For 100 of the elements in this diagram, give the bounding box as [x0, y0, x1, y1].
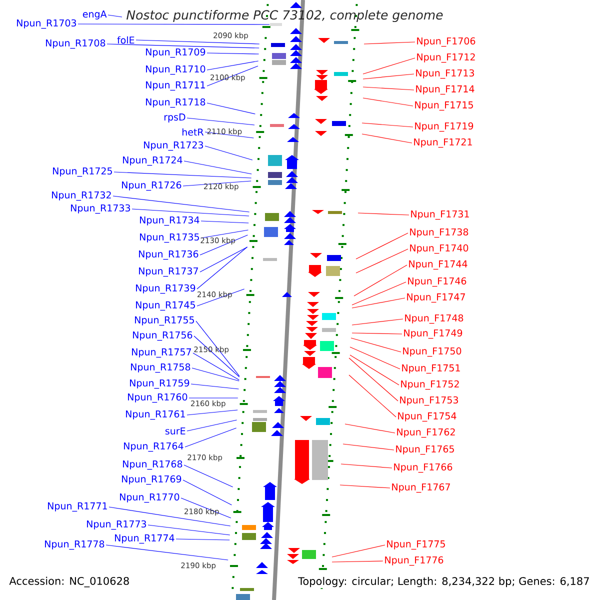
- leader-line: [362, 122, 414, 128]
- gene-label: Npun_R1711: [146, 81, 205, 91]
- leader-line: [196, 246, 248, 290]
- gene-label: rpsD: [164, 114, 186, 122]
- leader-line: [132, 208, 250, 216]
- leader-line: [358, 212, 410, 216]
- gene-label: Npun_R1770: [120, 493, 180, 503]
- leader-line: [186, 410, 238, 416]
- gene-label: Npun_F1706: [417, 37, 476, 47]
- leader-line: [362, 74, 414, 80]
- leader-line: [180, 498, 232, 518]
- gene-label: Npun_R1732: [52, 191, 111, 201]
- leader-line: [204, 132, 254, 138]
- gene-label: Npun_R1718: [146, 98, 206, 108]
- leader-line: [342, 444, 394, 450]
- leader-line: [362, 58, 416, 74]
- leader-line: [186, 420, 238, 432]
- gene-label: Npun_R1724: [123, 156, 182, 166]
- gene-label: Npun_R1773: [87, 520, 146, 530]
- gene-label: Npun_F1713: [416, 69, 474, 79]
- gene-label: Npun_R1774: [115, 534, 174, 544]
- gene-label: Npun_R1759: [130, 379, 190, 389]
- leader-line: [108, 506, 231, 526]
- gene-label: Npun_R1755: [135, 316, 194, 326]
- gene-label: Npun_R1733: [71, 204, 130, 214]
- gene-label: Npun_F1752: [401, 380, 459, 390]
- leader-line: [200, 246, 248, 272]
- gene-label: Npun_R1761: [126, 410, 185, 420]
- leader-line: [184, 464, 234, 488]
- gene-label: Npun_R1756: [133, 331, 192, 341]
- gene-label: Npun_R1710: [146, 65, 206, 75]
- leader-line: [206, 102, 256, 114]
- leader-line: [114, 172, 252, 178]
- leader-line: [148, 524, 230, 536]
- gene-label: Npun_R1734: [140, 216, 200, 226]
- gene-label: engA: [82, 10, 107, 20]
- gene-label: Npun_R1726: [122, 181, 182, 191]
- leader-line: [350, 338, 402, 352]
- gene-label: Npun_F1747: [407, 293, 465, 303]
- leader-line: [136, 40, 260, 44]
- gene-label: Npun_F1751: [402, 364, 460, 374]
- leader-line: [352, 318, 404, 326]
- gene-label: Npun_R1737: [139, 267, 198, 277]
- gene-label: Npun_R1725: [53, 167, 112, 177]
- gene-label: Npun_F1762: [397, 428, 455, 438]
- gene-label: Npun_R1769: [122, 475, 182, 485]
- leader-line: [204, 146, 253, 160]
- gene-label: Npun_F1738: [410, 228, 468, 238]
- gene-label: Npun_F1775: [387, 540, 445, 550]
- gene-label: Npun_R1760: [128, 393, 188, 403]
- leader-line: [194, 336, 240, 378]
- gene-label: Npun_R1768: [123, 460, 182, 470]
- gene-label: Npun_F1731: [411, 210, 469, 220]
- leader-line: [186, 118, 255, 126]
- gene-label: Npun_F1748: [405, 314, 464, 324]
- leader-line: [196, 288, 245, 306]
- leader-line: [364, 42, 416, 44]
- gene-label: Npun_R1703: [17, 19, 76, 29]
- gene-label: Npun_F1721: [414, 138, 472, 148]
- leader-line: [106, 44, 260, 48]
- gene-label: Npun_F1744: [409, 260, 468, 270]
- gene-label: Npun_R1739: [136, 284, 196, 294]
- leader-line: [362, 134, 412, 144]
- leader-line: [200, 220, 249, 224]
- gene-label: Npun_F1715: [415, 101, 473, 111]
- leader-line: [352, 298, 406, 308]
- gene-label: Npun_F1776: [385, 556, 444, 566]
- gene-label: Npun_F1746: [408, 277, 466, 287]
- gene-label: folE: [117, 36, 134, 44]
- gene-label: Npun_F1712: [417, 53, 475, 63]
- leader-line: [206, 60, 259, 70]
- leader-line: [192, 368, 240, 382]
- genome-title: Nostoc punctiforme PCC 73102, complete genome: [126, 10, 443, 22]
- leader-line: [340, 464, 392, 468]
- leader-line: [356, 232, 408, 260]
- gene-label: Npun_R1771: [48, 502, 107, 512]
- leader-line: [196, 320, 240, 376]
- gene-label: Npun_R1708: [46, 39, 106, 49]
- gene-label: Npun_F1766: [394, 463, 452, 473]
- gene-label: Npun_F1719: [415, 122, 474, 132]
- gene-label: Npun_R1709: [146, 48, 206, 58]
- gene-label: surE: [165, 427, 186, 435]
- accession-text: Accession: NC_010628: [9, 576, 129, 588]
- leader-line: [352, 332, 402, 334]
- leader-line: [206, 66, 258, 86]
- leader-line: [184, 428, 237, 448]
- gene-label: Npun_F1767: [392, 483, 450, 493]
- leader-line: [190, 384, 239, 390]
- leader-line: [356, 248, 408, 274]
- gene-label: Npun_R1745: [136, 301, 195, 311]
- leader-line: [78, 24, 270, 25]
- leader-line: [350, 354, 400, 386]
- leader-line: [344, 424, 396, 434]
- leader-line: [340, 484, 390, 488]
- leader-line: [332, 560, 384, 562]
- gene-label: Npun_R1758: [131, 363, 190, 373]
- genome-info-text: Topology: circular; Length: 8,234,322 bp; Genes: 6,187: [297, 576, 591, 588]
- gene-label: Npun_R1735: [140, 233, 199, 243]
- leader-line: [348, 358, 398, 402]
- leader-line: [184, 160, 252, 174]
